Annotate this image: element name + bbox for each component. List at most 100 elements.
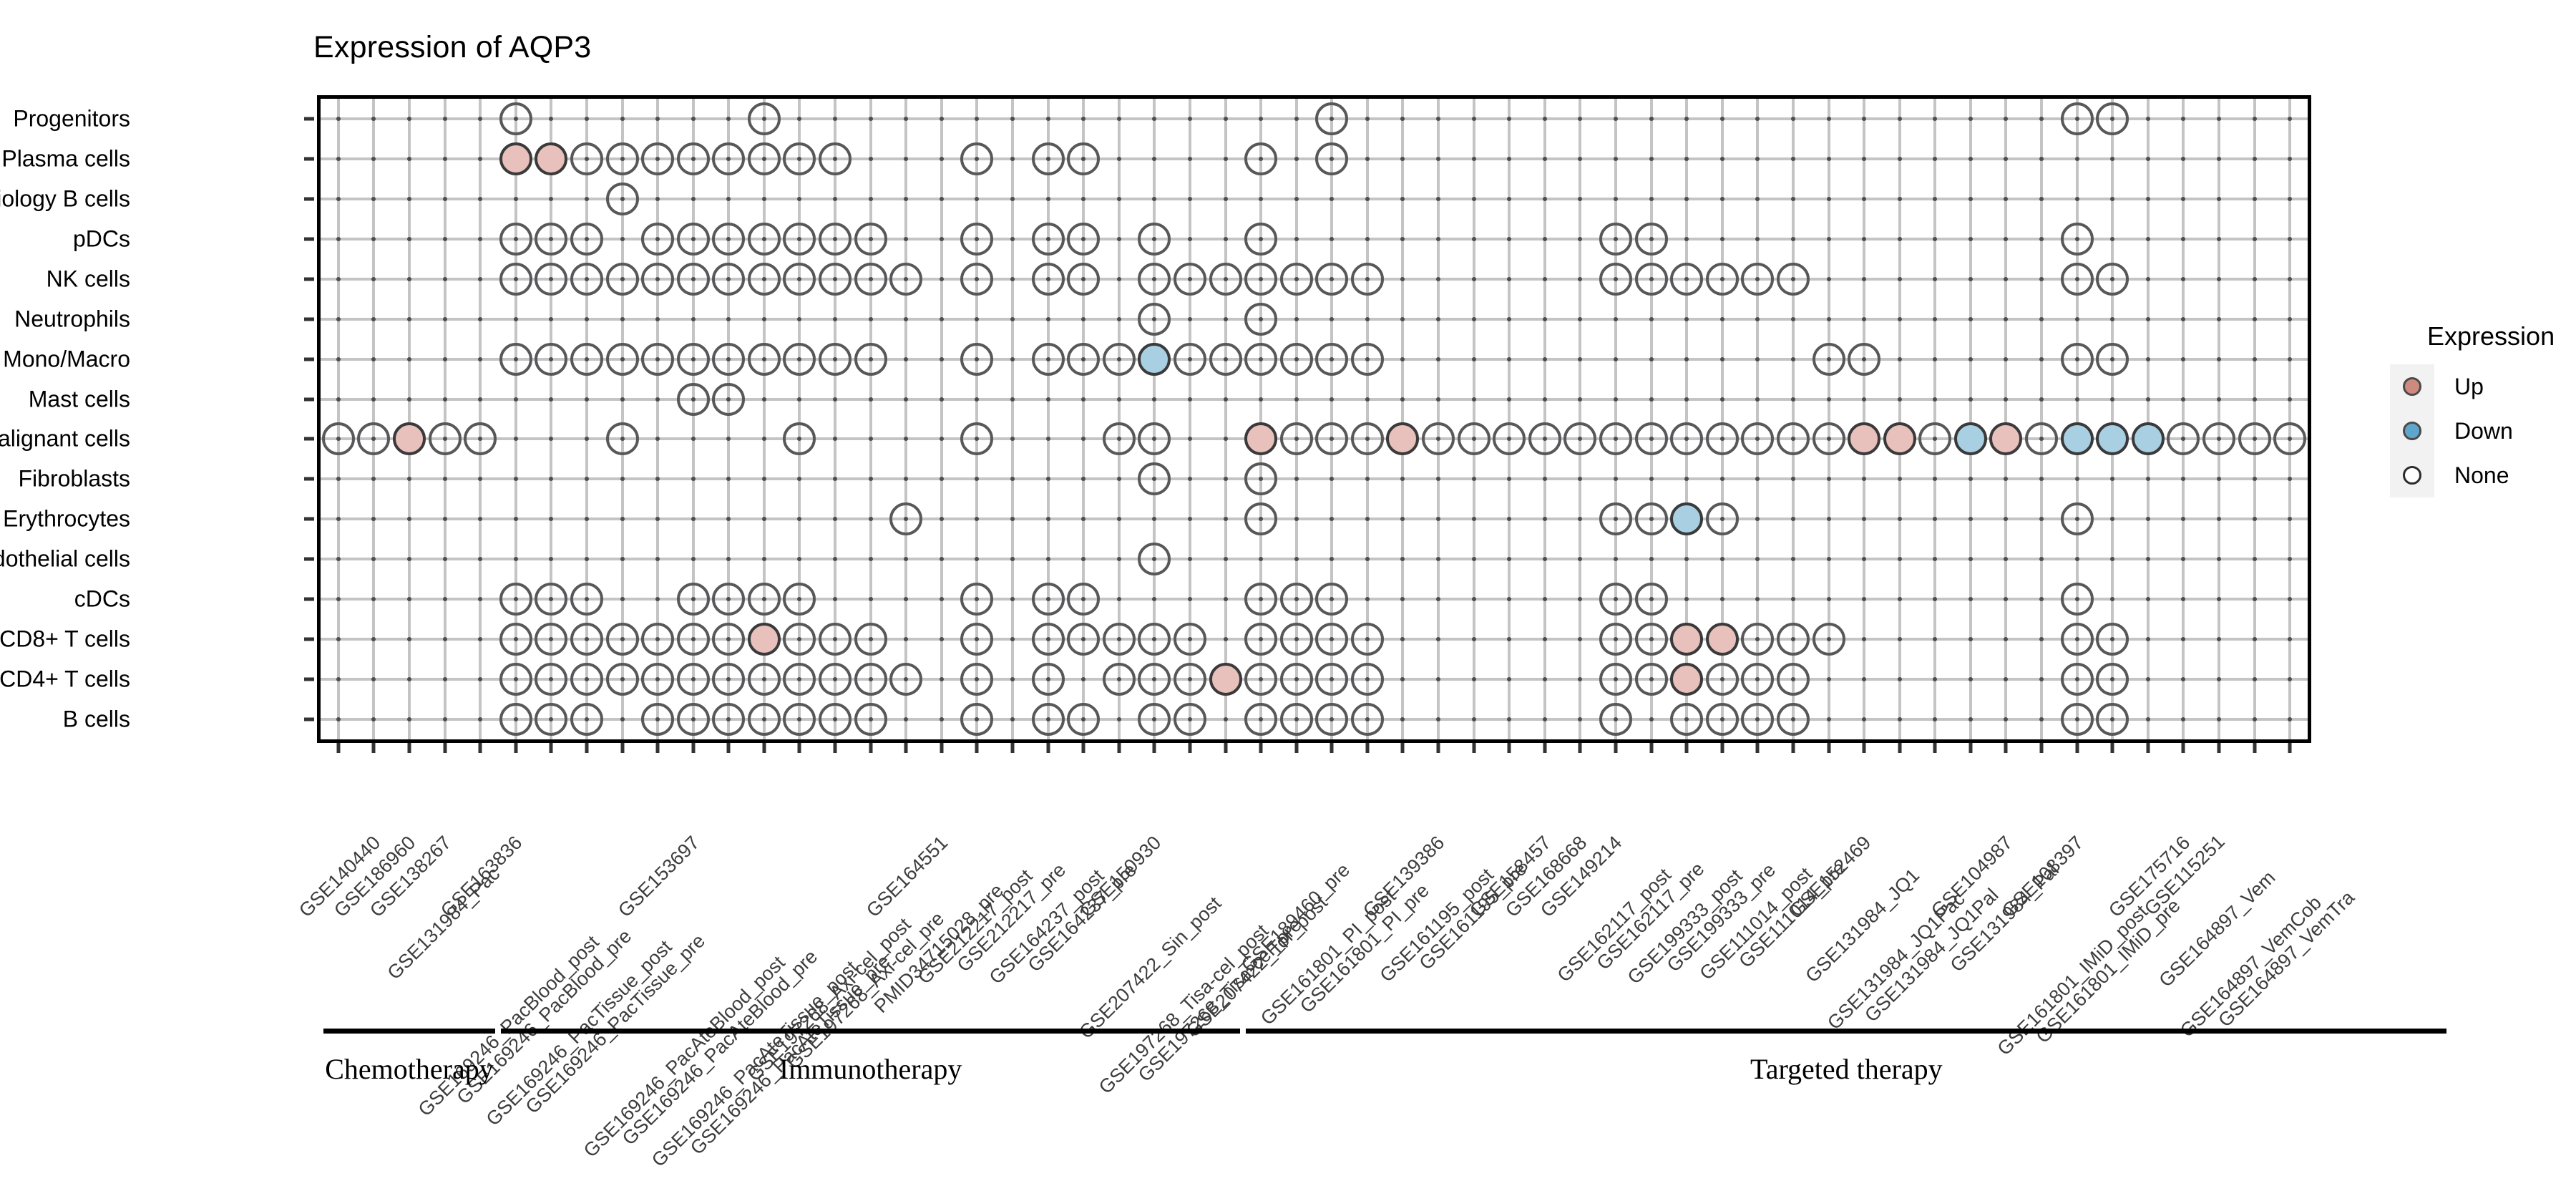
expression-dot[interactable]: [712, 142, 746, 175]
expression-dot[interactable]: [1138, 543, 1171, 576]
expression-dot[interactable]: [1599, 422, 1632, 456]
expression-dot[interactable]: [1067, 342, 1101, 376]
expression-dot[interactable]: [1741, 663, 1775, 696]
expression-dot[interactable]: [1599, 623, 1632, 656]
expression-dot[interactable]: [1031, 342, 1065, 376]
expression-dot[interactable]: [1244, 342, 1278, 376]
expression-dot[interactable]: [1634, 623, 1668, 656]
expression-dot[interactable]: [570, 342, 603, 376]
expression-dot[interactable]: [854, 623, 887, 656]
expression-dot[interactable]: [854, 262, 887, 296]
expression-dot[interactable]: [1031, 663, 1065, 696]
expression-dot[interactable]: [783, 342, 816, 376]
expression-dot[interactable]: [1386, 422, 1420, 456]
expression-dot[interactable]: [747, 142, 781, 175]
expression-dot[interactable]: [819, 623, 852, 656]
expression-dot[interactable]: [747, 583, 781, 616]
expression-dot[interactable]: [960, 422, 994, 456]
expression-dot[interactable]: [605, 182, 639, 215]
expression-dot[interactable]: [1705, 663, 1739, 696]
expression-dot[interactable]: [1279, 703, 1313, 737]
expression-dot[interactable]: [605, 142, 639, 175]
expression-dot[interactable]: [1031, 222, 1065, 256]
expression-dot[interactable]: [1634, 262, 1668, 296]
expression-dot[interactable]: [819, 663, 852, 696]
expression-dot[interactable]: [1138, 703, 1171, 737]
expression-dot[interactable]: [676, 623, 710, 656]
expression-dot[interactable]: [535, 583, 568, 616]
expression-dot[interactable]: [1102, 422, 1136, 456]
expression-dot[interactable]: [1315, 262, 1349, 296]
expression-dot[interactable]: [1102, 663, 1136, 696]
expression-dot[interactable]: [641, 222, 675, 256]
expression-dot[interactable]: [1067, 703, 1101, 737]
expression-dot[interactable]: [535, 663, 568, 696]
expression-dot[interactable]: [499, 102, 532, 135]
expression-dot[interactable]: [1599, 262, 1632, 296]
expression-dot[interactable]: [783, 262, 816, 296]
expression-dot[interactable]: [1350, 342, 1384, 376]
expression-dot[interactable]: [499, 623, 532, 656]
expression-dot[interactable]: [1634, 222, 1668, 256]
expression-dot[interactable]: [1102, 342, 1136, 376]
expression-dot[interactable]: [747, 102, 781, 135]
expression-dot[interactable]: [1138, 222, 1171, 256]
expression-dot[interactable]: [1138, 302, 1171, 336]
expression-dot[interactable]: [1067, 583, 1101, 616]
expression-dot[interactable]: [676, 583, 710, 616]
expression-dot[interactable]: [1244, 703, 1278, 737]
expression-dot[interactable]: [641, 703, 675, 737]
expression-dot[interactable]: [535, 342, 568, 376]
expression-dot[interactable]: [1350, 663, 1384, 696]
expression-dot[interactable]: [2060, 502, 2094, 536]
expression-dot[interactable]: [960, 262, 994, 296]
expression-dot[interactable]: [889, 502, 923, 536]
expression-dot[interactable]: [535, 222, 568, 256]
expression-dot[interactable]: [1599, 502, 1632, 536]
expression-dot[interactable]: [960, 342, 994, 376]
expression-dot[interactable]: [712, 663, 746, 696]
expression-dot[interactable]: [499, 583, 532, 616]
expression-dot[interactable]: [535, 262, 568, 296]
expression-dot[interactable]: [1315, 583, 1349, 616]
expression-dot[interactable]: [2060, 102, 2094, 135]
expression-dot[interactable]: [1173, 703, 1206, 737]
expression-dot[interactable]: [1599, 222, 1632, 256]
expression-dot[interactable]: [854, 703, 887, 737]
expression-dot[interactable]: [1812, 623, 1845, 656]
expression-dot[interactable]: [1705, 703, 1739, 737]
expression-dot[interactable]: [2096, 623, 2129, 656]
expression-dot[interactable]: [1670, 663, 1704, 696]
expression-dot[interactable]: [712, 583, 746, 616]
expression-dot[interactable]: [2273, 422, 2307, 456]
expression-dot[interactable]: [783, 583, 816, 616]
expression-dot[interactable]: [1918, 422, 1952, 456]
expression-dot[interactable]: [676, 342, 710, 376]
expression-dot[interactable]: [1705, 623, 1739, 656]
expression-dot[interactable]: [676, 663, 710, 696]
expression-dot[interactable]: [819, 222, 852, 256]
expression-dot[interactable]: [2060, 222, 2094, 256]
expression-dot[interactable]: [2025, 422, 2059, 456]
expression-dot[interactable]: [570, 142, 603, 175]
expression-dot[interactable]: [747, 703, 781, 737]
expression-dot[interactable]: [1244, 222, 1278, 256]
expression-dot[interactable]: [1244, 583, 1278, 616]
expression-dot[interactable]: [819, 342, 852, 376]
expression-dot[interactable]: [1528, 422, 1561, 456]
legend-item[interactable]: Down: [2390, 409, 2555, 453]
expression-dot[interactable]: [960, 142, 994, 175]
expression-dot[interactable]: [1244, 462, 1278, 496]
expression-dot[interactable]: [1279, 663, 1313, 696]
expression-dot[interactable]: [747, 262, 781, 296]
expression-dot[interactable]: [1315, 102, 1349, 135]
expression-dot[interactable]: [605, 262, 639, 296]
expression-dot[interactable]: [889, 663, 923, 696]
expression-dot[interactable]: [428, 422, 462, 456]
expression-dot[interactable]: [1067, 142, 1101, 175]
expression-dot[interactable]: [499, 342, 532, 376]
expression-dot[interactable]: [1138, 623, 1171, 656]
expression-dot[interactable]: [854, 342, 887, 376]
expression-dot[interactable]: [1634, 422, 1668, 456]
expression-dot[interactable]: [1883, 422, 1916, 456]
